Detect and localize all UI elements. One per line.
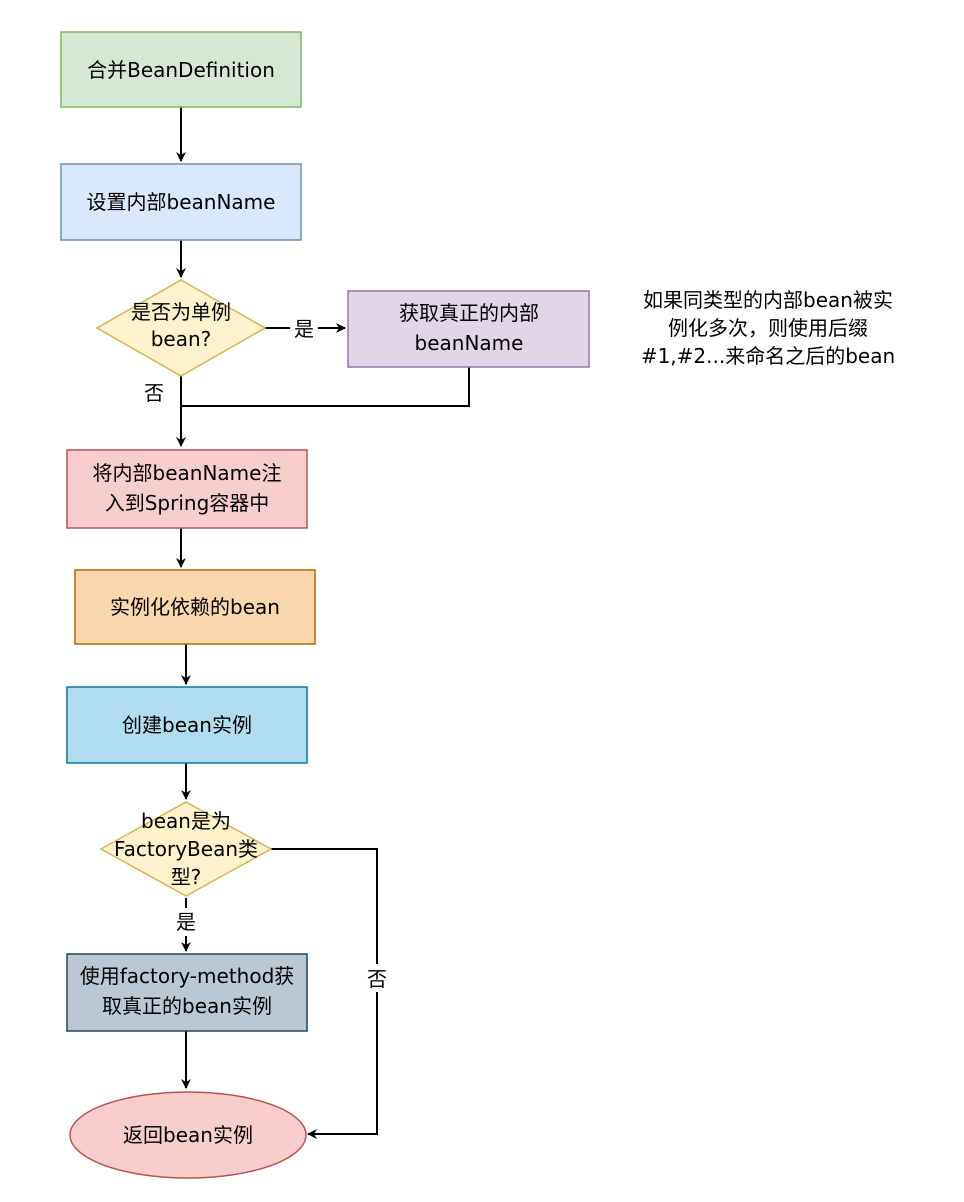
annotation-note: 如果同类型的内部bean被实 例化多次，则使用后缀 #1,#2...来命名之后的… — [641, 288, 895, 368]
node-inject-into-spring-container: 将内部beanName注 入到Spring容器中 — [66, 449, 308, 529]
svg-text:型?: 型? — [171, 865, 202, 889]
label-singleton-no: 否 — [144, 381, 164, 405]
svg-text:使用factory-method获: 使用factory-method获 — [80, 964, 295, 988]
svg-text:入到Spring容器中: 入到Spring容器中 — [105, 491, 270, 515]
node-return-bean-instance: 返回bean实例 — [69, 1091, 307, 1179]
svg-text:设置内部beanName: 设置内部beanName — [87, 190, 276, 214]
svg-text:例化多次，则使用后缀: 例化多次，则使用后缀 — [668, 316, 868, 340]
node-set-inner-bean-name: 设置内部beanName — [60, 163, 302, 241]
label-factory-yes: 是 — [176, 910, 196, 934]
node-is-singleton-decision: 是否为单例 bean? — [95, 279, 267, 377]
svg-text:是否为单例: 是否为单例 — [131, 300, 231, 324]
svg-text:#1,#2...来命名之后的bean: #1,#2...来命名之后的bean — [641, 344, 895, 368]
svg-text:bean是为: bean是为 — [141, 809, 231, 833]
svg-text:实例化依赖的bean: 实例化依赖的bean — [110, 595, 280, 619]
node-use-factory-method: 使用factory-method获 取真正的bean实例 — [66, 953, 308, 1032]
label-singleton-yes: 是 — [294, 317, 314, 341]
svg-text:将内部beanName注: 将内部beanName注 — [93, 461, 282, 485]
svg-text:beanName: beanName — [415, 331, 524, 355]
edge-labels: 是 否 是 否 — [144, 314, 391, 992]
svg-text:获取真正的内部: 获取真正的内部 — [399, 301, 539, 325]
edge-real-name-to-inject — [181, 367, 470, 407]
node-is-factory-bean-decision: bean是为 FactoryBean类 型? — [99, 801, 273, 897]
node-instantiate-dependent-beans: 实例化依赖的bean — [74, 569, 316, 645]
svg-text:bean?: bean? — [151, 327, 212, 351]
svg-text:取真正的bean实例: 取真正的bean实例 — [102, 994, 272, 1018]
node-get-real-inner-bean-name: 获取真正的内部 beanName — [347, 290, 590, 368]
svg-text:合并BeanDefinition: 合并BeanDefinition — [87, 58, 275, 82]
label-factory-no: 否 — [367, 967, 387, 991]
node-create-bean-instance: 创建bean实例 — [66, 686, 308, 764]
svg-text:返回bean实例: 返回bean实例 — [123, 1123, 253, 1147]
node-merge-bean-definition: 合并BeanDefinition — [60, 31, 302, 108]
svg-text:如果同类型的内部bean被实: 如果同类型的内部bean被实 — [643, 288, 893, 312]
svg-text:创建bean实例: 创建bean实例 — [122, 713, 252, 737]
svg-text:FactoryBean类: FactoryBean类 — [114, 837, 258, 861]
